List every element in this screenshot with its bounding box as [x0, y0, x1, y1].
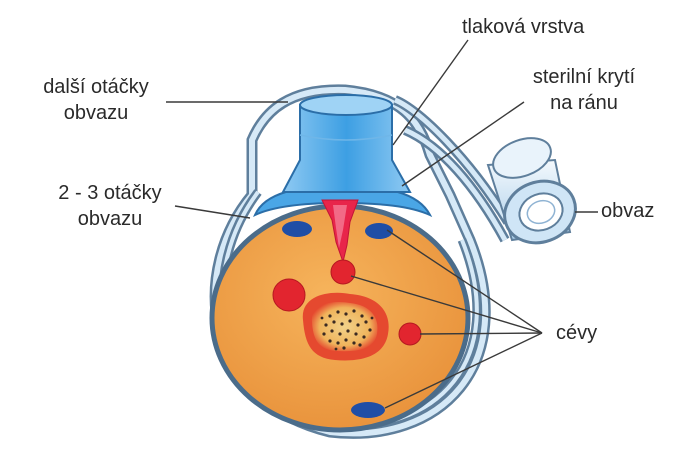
leader-vessel-3 [420, 333, 542, 334]
label-sterile-cover-line1: sterilní krytí [514, 64, 654, 90]
label-bandage: obvaz [601, 198, 654, 224]
artery-top [331, 260, 355, 284]
label-more-turns-line2: obvazu [28, 100, 164, 126]
label-vessels: cévy [556, 320, 597, 346]
bone [303, 293, 389, 361]
artery-right [399, 323, 421, 345]
label-more-turns-line1: další otáčky [28, 74, 164, 100]
label-sterile-cover: sterilní krytí na ránu [514, 64, 654, 116]
vein-bottom [351, 402, 385, 418]
artery-left [273, 279, 305, 311]
label-pressure-layer: tlaková vrstva [462, 14, 584, 40]
label-more-turns: další otáčky obvazu [28, 74, 164, 126]
pressure-pad [283, 95, 410, 192]
label-first-turns-line1: 2 - 3 otáčky [42, 180, 178, 206]
label-first-turns-line2: obvazu [42, 206, 178, 232]
vein-top-left [282, 221, 312, 237]
label-first-turns: 2 - 3 otáčky obvazu [42, 180, 178, 232]
label-sterile-cover-line2: na ránu [514, 90, 654, 116]
